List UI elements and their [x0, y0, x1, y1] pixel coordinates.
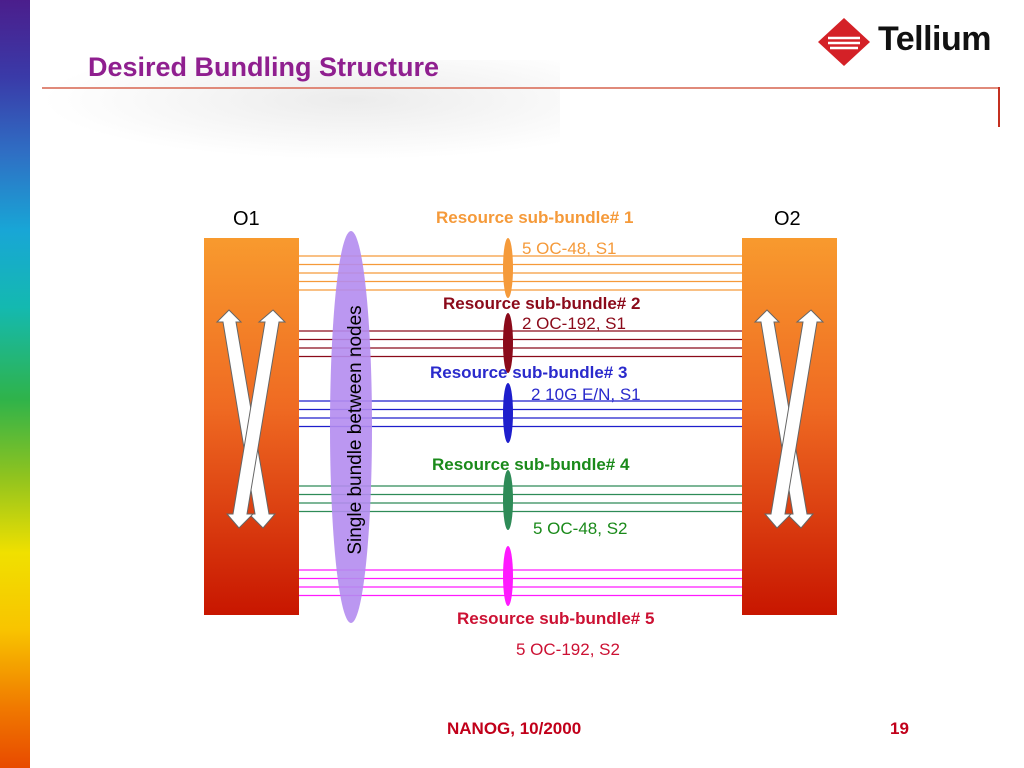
slide-number: 19 — [890, 719, 909, 738]
sub-bundle-5-detail: 5 OC-192, S2 — [516, 640, 620, 659]
sub-bundle-4-oval — [503, 470, 513, 530]
footer-event: NANOG, 10/2000 — [447, 719, 582, 738]
sub-bundle-1-detail: 5 OC-48, S1 — [522, 239, 617, 258]
sub-bundle-1-name: Resource sub-bundle# 1 — [436, 208, 634, 227]
node-o1-label: O1 — [233, 208, 260, 230]
sub-bundle-4-detail: 5 OC-48, S2 — [533, 519, 628, 538]
sub-bundle-5-oval — [503, 546, 513, 606]
sub-bundle-5-name: Resource sub-bundle# 5 — [457, 609, 655, 628]
sub-bundle-3-name: Resource sub-bundle# 3 — [430, 363, 628, 382]
tellium-logo-icon — [818, 18, 870, 66]
decorative-swoosh — [40, 60, 560, 160]
sub-bundle-4-name: Resource sub-bundle# 4 — [432, 455, 630, 474]
sub-bundle-ovals — [503, 238, 513, 606]
link-lines — [299, 255, 742, 597]
cross-connect-o2-icon — [753, 309, 825, 529]
logo-wordmark: Tellium — [878, 20, 992, 58]
slide-title: Desired Bundling Structure — [88, 52, 440, 82]
single-bundle-label: Single bundle between nodes — [345, 305, 366, 554]
cross-connect-o1-icon — [215, 309, 287, 529]
sub-bundle-3-detail: 2 10G E/N, S1 — [531, 385, 641, 404]
sub-bundle-3-oval — [503, 383, 513, 443]
title-rule-corner — [998, 87, 1000, 127]
rainbow-side-bar — [0, 0, 30, 768]
sub-bundle-2-name: Resource sub-bundle# 2 — [443, 294, 641, 313]
node-o2-label: O2 — [774, 208, 801, 230]
sub-bundle-1-oval — [503, 238, 513, 298]
title-underline — [42, 87, 1000, 89]
sub-bundle-2-oval — [503, 313, 513, 373]
single-bundle-ellipse — [330, 231, 372, 623]
sub-bundle-2-detail: 2 OC-192, S1 — [522, 314, 626, 333]
